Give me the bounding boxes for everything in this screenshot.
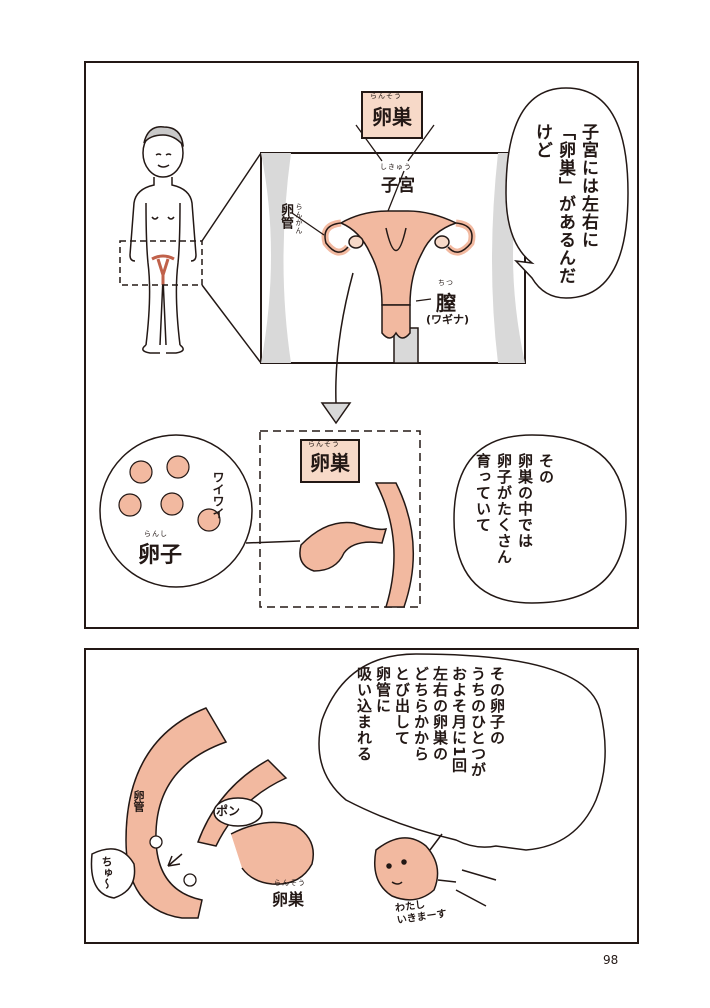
bubble-2-line-1: その — [537, 453, 555, 485]
bubble-2-line-4: 育っていて — [474, 453, 492, 533]
bubble-3-line-8: 吸い込まれる — [355, 666, 373, 762]
bubble-3-text: その卵子の うちのひとつが およそ月に1回 左右の卵巣の どちらかから とび出し… — [354, 666, 506, 844]
bubble-2-text: その 卵巣の中では 卵子がたくさん 育っていて — [472, 453, 556, 593]
panel-anatomy: 卵巣 らんそう 子宮 しきゅう 卵管 らんかん 膣 ちつ (ワギナ) 子宮には左… — [84, 61, 639, 629]
tube-label-1: 卵管 — [278, 203, 293, 229]
small-uterus-icon — [151, 254, 175, 285]
anatomy-illustration — [99, 87, 629, 608]
bubble-3-line-1: その卵子の — [488, 666, 506, 746]
uterus-label: 子宮 — [381, 176, 415, 196]
ovary-title-ruby-2: らんそう — [308, 440, 340, 448]
egg-label: 卵子 — [138, 543, 183, 568]
ovary-title-box-2: 卵巣 — [300, 439, 360, 483]
bubble-3-line-2: うちのひとつが — [469, 666, 487, 778]
bubble-1-text: 子宮には左右に 「卵巣」があるんだけど — [530, 123, 599, 293]
ovary-title-1: 卵巣 — [372, 104, 412, 129]
tube-shape — [125, 707, 228, 919]
egg-character — [374, 833, 497, 907]
bubble-1-line-1: 子宮には左右に — [578, 123, 598, 249]
uterus-ruby: しきゅう — [380, 163, 412, 171]
ovary-zoom-box — [259, 430, 421, 608]
ovary-title-box-1: 卵巣 — [361, 91, 423, 139]
bubble-2-line-3: 卵子がたくさん — [495, 453, 513, 565]
speech-bubble-3 — [318, 653, 606, 851]
body-highlight-box — [119, 240, 203, 286]
egg-cells — [118, 455, 221, 532]
bubble-1-line-2: 「卵巣」があるんだけど — [532, 123, 575, 285]
bubble-3-line-7: 卵管に — [374, 666, 392, 714]
bubble-3-line-6: とび出して — [393, 666, 411, 746]
ovary-ruby-2: らんそう — [274, 879, 306, 887]
ovary-shape — [299, 521, 388, 572]
woman-figure — [129, 126, 197, 354]
panel-ovulation: ポン ちゅ〜 卵管 卵巣 らんそう その卵子の うちのひとつが およそ月に1回 … — [84, 648, 639, 944]
chu-bubble — [90, 848, 136, 899]
vagina-ruby: ちつ — [438, 279, 454, 287]
vagina-note: (ワギナ) — [426, 313, 470, 326]
chu-sfx: ちゅ〜 — [100, 856, 113, 889]
bubble-3-line-4: 左右の卵巣の — [431, 666, 449, 762]
eggs-sfx: ワイワイ — [211, 471, 225, 519]
pon-bubble — [213, 797, 263, 827]
tube-ruby-1: らんかん — [295, 203, 303, 235]
ovary-title-2: 卵巣 — [310, 450, 350, 475]
speech-bubble-2 — [453, 434, 627, 604]
tube-label-2: 卵管 — [132, 790, 145, 812]
ovary-title-ruby-1: らんそう — [370, 92, 402, 100]
pon-sfx: ポン — [216, 804, 241, 818]
bubble-2-line-2: 卵巣の中では — [516, 453, 534, 549]
down-arrow-icon — [320, 402, 352, 425]
ovary-shape-2 — [230, 821, 314, 885]
uterus-diagram — [321, 210, 476, 339]
egg-ruby: らんし — [144, 530, 168, 538]
page-number: 98 — [603, 953, 619, 967]
vagina-label: 膣 — [436, 291, 456, 315]
ovary-label-2: 卵巣 — [272, 890, 305, 909]
bubble-3-line-5: どちらかから — [412, 666, 430, 762]
bubble-3-line-3: およそ月に1回 — [450, 666, 468, 774]
ovulation-illustration — [90, 653, 606, 919]
speech-bubble-1 — [505, 87, 629, 299]
